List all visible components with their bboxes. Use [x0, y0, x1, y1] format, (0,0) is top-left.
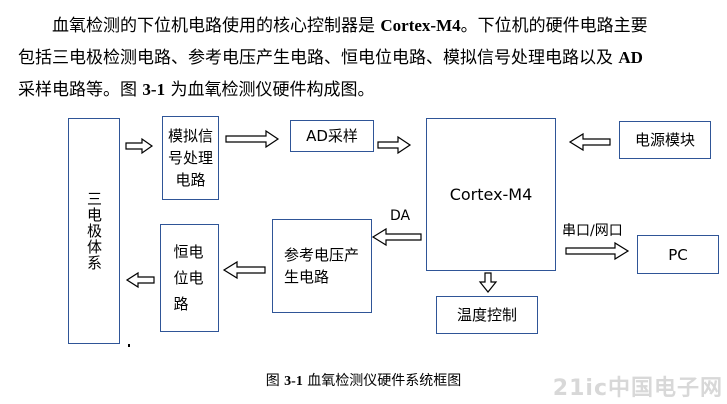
text-segment: 血氧检测的下位机电路使用的核心控制器是 [52, 16, 381, 36]
caption-text: 血氧检测仪硬件系统框图 [302, 373, 462, 389]
arrow-left-icon [222, 260, 266, 280]
reference-voltage-label: 参考电压产生电路 [284, 246, 360, 286]
power-module-label: 电源模块 [634, 131, 695, 149]
arrow-right-icon [377, 135, 412, 155]
text-segment: 为血氧检测仪硬件构成图。 [165, 80, 375, 100]
potentiostat-box: 恒电位电路 [160, 224, 219, 332]
stray-dot [128, 344, 130, 347]
arrow-left-icon [371, 227, 422, 247]
analog-processing-box: 模拟信号处理电路 [162, 116, 219, 200]
da-label: DA [390, 208, 411, 224]
reference-voltage-box: 参考电压产生电路 [272, 219, 372, 313]
temperature-control-label: 温度控制 [456, 306, 517, 324]
ad-sampling-box: AD采样 [290, 120, 374, 152]
arrow-right-icon [565, 241, 630, 261]
caption-number: 3-1 [284, 374, 303, 389]
watermark-logo: 21ic中国电子网 [552, 376, 723, 401]
cortex-m4-box: Cortex-M4 [426, 118, 556, 271]
potentiostat-label: 恒电位电路 [173, 243, 204, 313]
body-paragraph: 血氧检测的下位机电路使用的核心控制器是 Cortex-M4。下位机的硬件电路主要… [18, 10, 713, 106]
paragraph-line-3: 采样电路等。图 3-1 为血氧检测仪硬件构成图。 [18, 74, 713, 106]
arrow-right-icon [125, 137, 154, 155]
figure-caption: 图 3-1 血氧检测仪硬件系统框图 [0, 370, 727, 390]
serial-network-label: 串口/网口 [562, 223, 623, 239]
text-segment-bold: Cortex-M4 [380, 16, 461, 35]
text-segment-bold: AD [618, 48, 643, 67]
arrow-left-icon [568, 132, 611, 152]
electrode-system-label: 三电极体系 [85, 191, 103, 271]
ad-sampling-label: AD采样 [306, 127, 358, 145]
caption-prefix: 图 [265, 373, 285, 389]
text-segment: 包括三电极检测电路、参考电压产生电路、恒电位电路、模拟信号处理电路以及 [18, 48, 619, 68]
text-segment-bold: 3-1 [142, 80, 166, 99]
power-module-box: 电源模块 [619, 121, 711, 159]
text-segment: 。下位机的硬件电路主要 [460, 16, 648, 36]
electrode-system-box: 三电极体系 [68, 118, 120, 344]
paragraph-line-2: 包括三电极检测电路、参考电压产生电路、恒电位电路、模拟信号处理电路以及 AD [18, 42, 713, 74]
arrow-right-icon [225, 129, 280, 149]
pc-label: PC [668, 245, 688, 264]
arrow-down-icon [478, 272, 498, 293]
paragraph-line-1: 血氧检测的下位机电路使用的核心控制器是 Cortex-M4。下位机的硬件电路主要 [18, 10, 713, 42]
analog-processing-label: 模拟信号处理电路 [167, 127, 213, 189]
pc-box: PC [637, 235, 719, 274]
arrow-left-icon [125, 271, 155, 289]
cortex-m4-label: Cortex-M4 [449, 184, 533, 204]
text-segment: 采样电路等。图 [18, 80, 143, 100]
temperature-control-box: 温度控制 [436, 296, 538, 334]
